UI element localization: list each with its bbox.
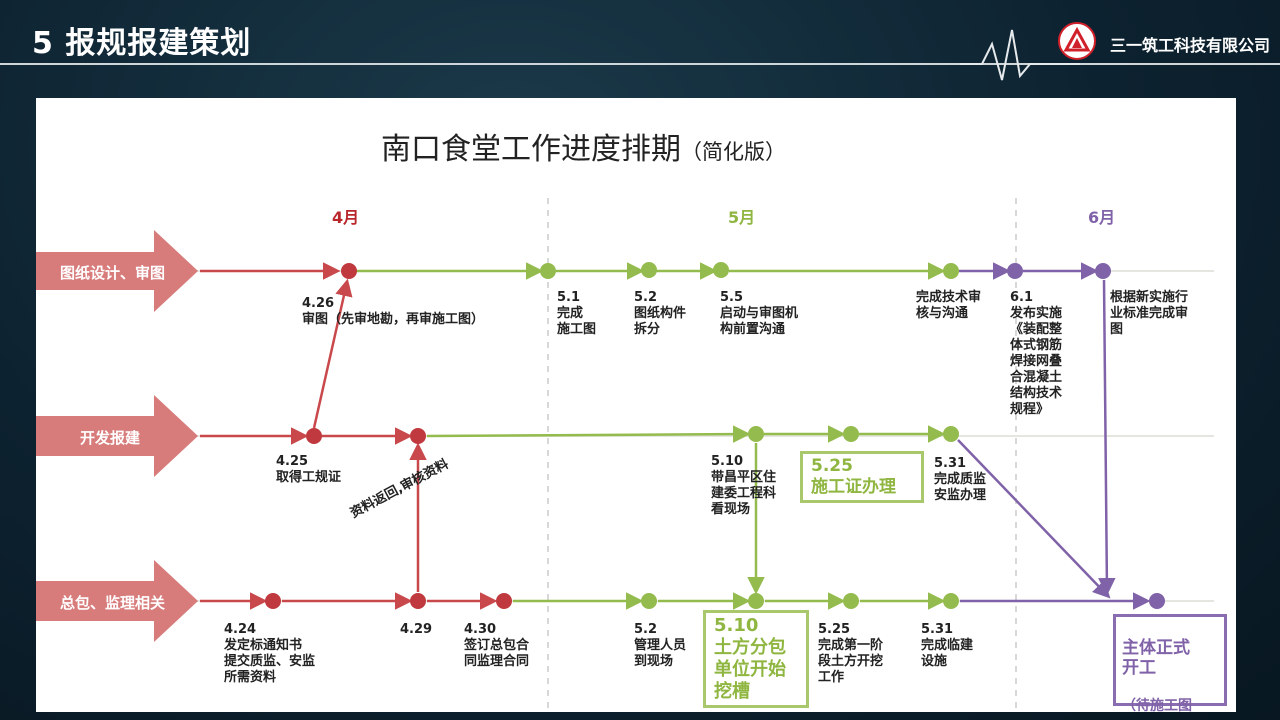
milestone-node: [748, 426, 764, 442]
milestone-node: [943, 593, 959, 609]
schedule-panel: 南口食堂工作进度排期（简化版） 4月 5月 6月 图纸设计、审图 开发报建 总包…: [36, 98, 1236, 712]
lane-label-permit: 开发报建: [80, 429, 141, 447]
note-5-31-temp: 5.31 完成临建 设施: [921, 622, 974, 669]
milestone-node: [1095, 263, 1111, 279]
milestone-node: [410, 428, 426, 444]
milestone-node: [265, 593, 281, 609]
milestone-node: [496, 593, 512, 609]
milestone-node: [943, 426, 959, 442]
note-5-2: 5.2 图纸构件 拆分: [634, 290, 687, 337]
milestone-node: [713, 262, 729, 278]
month-june: 6月: [1088, 208, 1116, 227]
note-4-25: 4.25 取得工规证: [276, 454, 342, 485]
callout-permit: 5.25 施工证办理: [800, 451, 924, 503]
milestone-node: [410, 593, 426, 609]
note-4-26: 4.26 审图（先审地勘，再审施工图）: [302, 296, 485, 327]
logo-emblem-icon: [1058, 22, 1096, 60]
note-tech-review: 完成技术审 核与沟通: [916, 290, 982, 321]
milestone-node: [1149, 593, 1165, 609]
milestone-node: [1007, 263, 1023, 279]
note-6-1: 6.1 发布实施 《装配整 体式钢筋 焊接网叠 合混凝土 结构技术 规程》: [1010, 290, 1063, 417]
milestone-node: [341, 263, 357, 279]
callout-earthwork: 5.10 土方分包 单位开始 挖槽: [703, 610, 809, 708]
link-review-to-start: [1098, 279, 1116, 596]
note-4-29: 4.29: [400, 622, 433, 637]
milestone-node: [306, 428, 322, 444]
milestone-node: [843, 593, 859, 609]
milestone-node: [641, 593, 657, 609]
month-april: 4月: [332, 208, 360, 227]
schedule-diagram: [36, 198, 1214, 712]
note-5-25-earthwork: 5.25 完成第一阶 段土方开挖 工作: [818, 622, 884, 685]
note-5-5: 5.5 启动与审图机 构前置沟通: [720, 290, 799, 337]
callout-main-start-title: 主体正式 开工: [1122, 638, 1190, 678]
chart-subtitle: （简化版）: [681, 140, 786, 164]
chart-title: 南口食堂工作进度排期（简化版）: [381, 132, 786, 167]
note-5-31-safety: 5.31 完成质监 安监办理: [934, 456, 987, 503]
note-5-10-site-visit: 5.10 带昌平区住 建委工程科 看现场: [711, 454, 777, 517]
milestone-node: [748, 593, 764, 609]
note-5-2-staff: 5.2 管理人员 到现场: [634, 622, 687, 669]
milestone-node: [641, 262, 657, 278]
month-may: 5月: [728, 208, 756, 227]
link-permit-to-review: [312, 278, 353, 429]
milestone-node: [943, 263, 959, 279]
lane-arrow-permit: [36, 395, 198, 477]
note-new-standard: 根据新实施行 业标准完成审 图: [1110, 290, 1189, 337]
lane-arrow-contract: [36, 560, 198, 642]
note-5-1: 5.1 完成 施工图: [557, 290, 597, 337]
pulse-line-icon: [960, 29, 1080, 81]
lane-label-contract: 总包、监理相关: [60, 594, 166, 612]
lane-label-design: 图纸设计、审图: [60, 264, 166, 282]
company-logo: 三一筑工科技有限公司: [1058, 22, 1278, 62]
milestone-node: [843, 426, 859, 442]
slide-title: 5 报规报建策划: [32, 26, 252, 61]
lane-arrow-design: [36, 230, 198, 312]
company-name: 三一筑工科技有限公司: [1110, 36, 1271, 55]
link-safety-to-start: [957, 439, 1111, 599]
note-4-30: 4.30 签订总包合 同监理合同: [464, 622, 530, 669]
callout-main-start: 主体正式 开工 （待施工图 审查完成）: [1113, 614, 1227, 712]
header-rule: [0, 63, 1280, 65]
note-4-24: 4.24 发定标通知书 提交质监、安监 所需资料: [224, 622, 316, 685]
callout-main-start-note: （待施工图 审查完成）: [1122, 698, 1192, 712]
milestone-node: [540, 263, 556, 279]
